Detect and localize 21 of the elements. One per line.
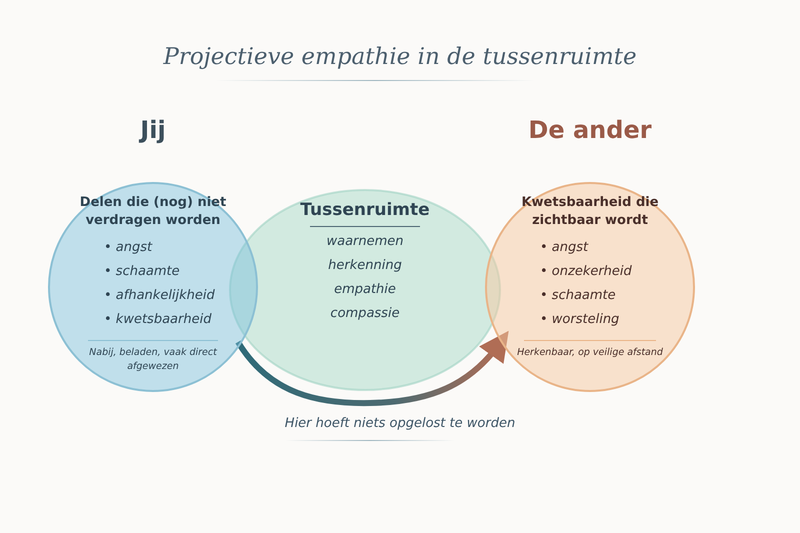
- title: Projectieve empathie in de tussenruimte: [162, 44, 638, 70]
- list-item: • schaamte: [540, 287, 616, 305]
- list-item: • schaamte: [104, 263, 180, 281]
- subheading: Kwetsbaarheid die zichtbaar wordt: [520, 194, 660, 230]
- list-item: • afhankelijkheid: [104, 287, 215, 305]
- subheading: Delen die (nog) niet verdragen worden: [78, 194, 228, 230]
- list-item: • worsteling: [540, 311, 620, 329]
- list-item: empathie: [334, 282, 396, 297]
- note-text: Herkenbaar, op veilige afstand: [516, 346, 664, 360]
- list-item: waarnemen: [326, 234, 404, 249]
- list-item: • angst: [104, 239, 152, 257]
- heading: Jij: [140, 116, 166, 144]
- note-text: Nabij, beladen, vaak direct afgewezen: [88, 346, 218, 374]
- list-item: • kwetsbaarheid: [104, 311, 212, 329]
- note-text: Hier hoeft niets opgelost te worden: [284, 416, 516, 431]
- heading: Tussenruimte: [300, 200, 430, 220]
- list-item: compassie: [330, 306, 400, 321]
- list-item: • onzekerheid: [540, 263, 632, 281]
- list-item: • angst: [540, 239, 588, 257]
- list-item: herkenning: [328, 258, 402, 273]
- heading: De ander: [528, 116, 652, 144]
